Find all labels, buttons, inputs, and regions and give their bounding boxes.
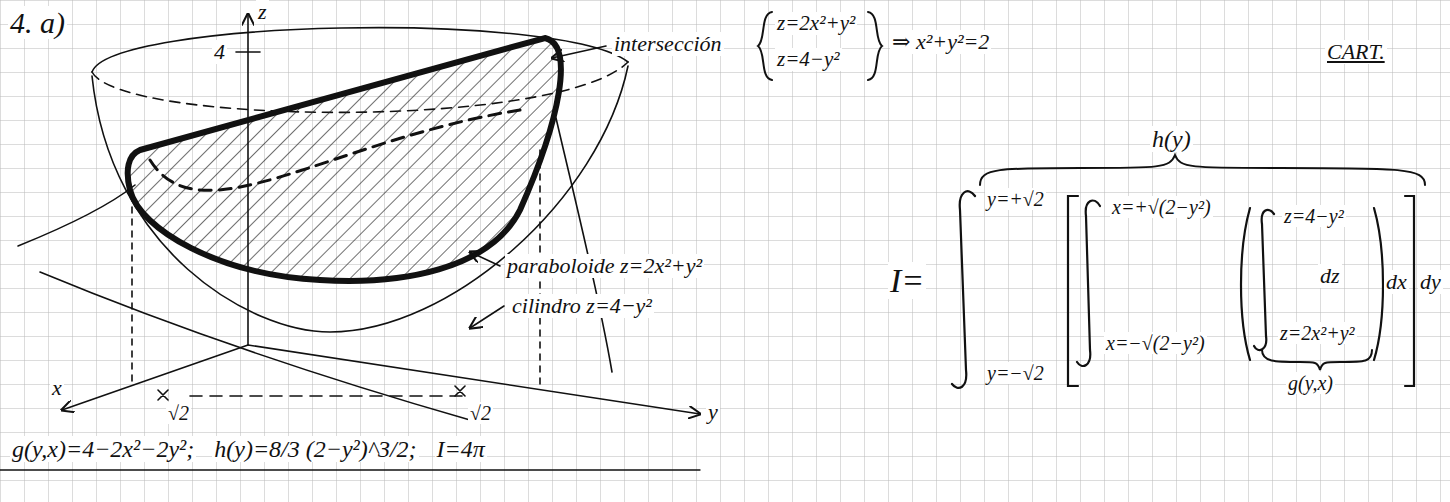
equation: z=2x²+y² xyxy=(775,12,857,35)
brace xyxy=(868,12,882,80)
tag: CART. xyxy=(1325,40,1387,64)
result: g(y,x)=4−2x²−2y²; xyxy=(10,436,196,462)
axis-value: 4 xyxy=(212,40,227,64)
integral-sign xyxy=(952,191,975,388)
note: cilindro z=4−y² xyxy=(510,294,654,318)
paren xyxy=(1241,208,1250,360)
leader-arrow xyxy=(470,252,500,266)
cylinder-edge xyxy=(18,185,135,246)
limit: x=+√(2−y²) xyxy=(1110,196,1213,218)
function-name: g(y,x) xyxy=(1286,372,1335,394)
limit: z=2x²+y² xyxy=(1278,322,1357,344)
part-number: 4. a) xyxy=(8,6,67,39)
cylinder-edge xyxy=(556,118,612,372)
leader-arrow xyxy=(470,306,504,328)
integral-sign xyxy=(1077,201,1100,366)
tick xyxy=(236,51,260,53)
intersection-back xyxy=(150,110,520,190)
leader-arrow xyxy=(552,46,606,58)
axis-label: z xyxy=(256,0,269,24)
differential: dz xyxy=(1318,264,1342,288)
x-axis xyxy=(62,345,248,410)
axis-value: √2 xyxy=(166,402,191,424)
overbrace xyxy=(980,155,1425,185)
figure xyxy=(0,12,1425,470)
equation: ⇒ x²+y²=2 xyxy=(890,30,991,54)
note: paraboloide z=2x²+y² xyxy=(505,254,704,278)
underbrace xyxy=(1262,350,1372,370)
limit: y=−√2 xyxy=(985,362,1046,384)
result: I=4π xyxy=(435,436,487,462)
brace xyxy=(758,12,772,80)
paren xyxy=(1374,208,1383,360)
z-axis xyxy=(247,14,249,345)
projection xyxy=(190,395,462,397)
differential: dx xyxy=(1384,270,1409,294)
result: h(y)=8/3 (2−y²)^3/2; xyxy=(212,436,418,462)
marks xyxy=(158,386,465,400)
note: intersección xyxy=(612,32,724,56)
integral-sign xyxy=(1254,210,1274,350)
bracket xyxy=(1068,196,1078,386)
integral-name: I= xyxy=(888,262,926,299)
axis-value: √2 xyxy=(468,402,493,424)
limit: y=+√2 xyxy=(985,188,1046,210)
intersection-curve xyxy=(128,38,561,281)
axis-label: y xyxy=(706,400,720,424)
differential: dy xyxy=(1418,270,1443,294)
axis-label: x xyxy=(50,376,64,400)
function-name: h(y) xyxy=(1150,126,1193,152)
equation: z=4−y² xyxy=(775,48,842,71)
limit: z=4−y² xyxy=(1282,205,1346,227)
projection xyxy=(131,195,133,385)
limit: x=−√(2−y²) xyxy=(1104,332,1207,354)
rule xyxy=(0,469,700,470)
